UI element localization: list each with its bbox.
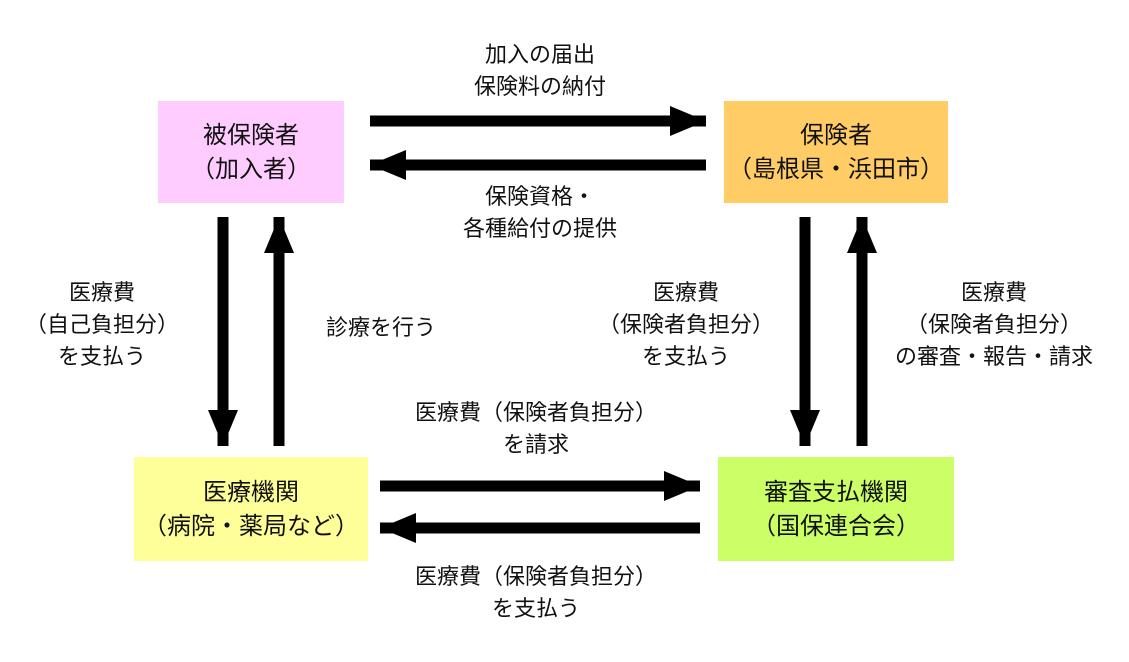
label-line: の審査・報告・請求 (894, 345, 1093, 370)
node-review-subtitle: （国保連合会） (752, 512, 920, 540)
label-line: 医療費（保険者負担分） (414, 565, 657, 590)
label-line: 医療費 (960, 281, 1027, 306)
label-review-to-insurer: 医療費 （保険者負担分） の審査・報告・請求 (880, 278, 1108, 374)
node-insured: 被保険者 （加入者） (158, 101, 344, 203)
node-medical-title: 医療機関 (203, 478, 299, 506)
label-line: 医療費 (652, 281, 719, 306)
label-medical-to-review: 医療費（保険者負担分） を請求 (396, 398, 676, 462)
label-line: を支払う (641, 345, 730, 370)
label-line: （保険者負担分） (905, 313, 1082, 338)
node-review-title: 審査支払機関 (764, 478, 908, 506)
label-insurer-to-review: 医療費 （保険者負担分） を支払う (578, 278, 794, 374)
node-review: 審査支払機関 （国保連合会） (718, 457, 954, 561)
label-line: を支払う (57, 345, 146, 370)
label-line: 診療を行う (325, 316, 436, 341)
node-insurer-title: 保険者 (800, 121, 872, 149)
label-line: （自己負担分） (24, 313, 179, 338)
label-line: 各種給付の提供 (462, 217, 617, 242)
node-insured-subtitle: （加入者） (191, 155, 311, 183)
label-insured-to-medical: 医療費 （自己負担分） を支払う (12, 278, 192, 374)
label-insurer-to-insured: 保険資格・ 各種給付の提供 (430, 182, 650, 246)
node-insurer: 保険者 （島根県・浜田市） (724, 101, 948, 203)
label-line: 加入の届出 (484, 43, 595, 68)
label-insured-to-insurer: 加入の届出 保険料の納付 (440, 40, 640, 104)
node-insured-title: 被保険者 (203, 121, 299, 149)
node-medical-subtitle: （病院・薬局など） (143, 512, 359, 540)
label-medical-to-insured: 診療を行う (306, 313, 456, 345)
node-insurer-subtitle: （島根県・浜田市） (728, 155, 944, 183)
label-line: 医療費（保険者負担分） (414, 401, 657, 426)
label-line: 医療費 (68, 281, 135, 306)
label-line: 保険資格・ (484, 185, 595, 210)
node-medical: 医療機関 （病院・薬局など） (134, 457, 368, 561)
label-line: を請求 (502, 433, 569, 458)
label-line: を支払う (491, 597, 580, 622)
label-line: 保険料の納付 (473, 75, 606, 100)
label-review-to-medical: 医療費（保険者負担分） を支払う (396, 562, 676, 626)
label-line: （保険者負担分） (597, 313, 774, 338)
